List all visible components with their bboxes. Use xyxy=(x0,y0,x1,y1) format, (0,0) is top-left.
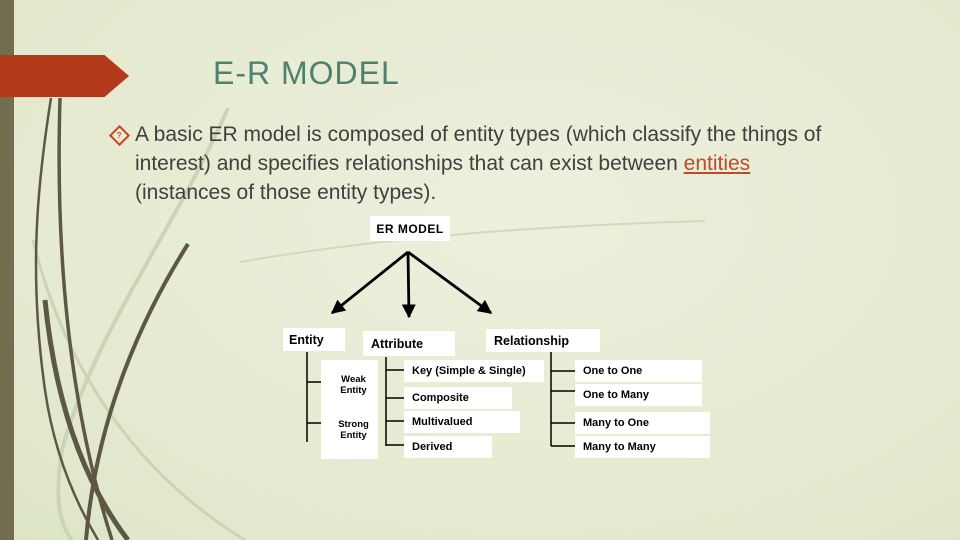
node-attribute: Attribute xyxy=(363,331,455,356)
entity-children-panel xyxy=(321,360,378,459)
red-arrow-banner xyxy=(0,55,129,97)
bullet-line-1: A basic ER model is composed of entity t… xyxy=(135,123,822,146)
node-entity: Entity xyxy=(283,328,345,351)
node-relationship: Relationship xyxy=(486,329,600,352)
node-composite-attribute: Composite xyxy=(404,387,512,409)
node-er-model-root: ER MODEL xyxy=(370,216,450,241)
bullet-line-2: interest) and specifies relationships th… xyxy=(135,152,751,175)
entity-subtree-lines xyxy=(306,352,321,442)
node-strong-entity: Strong Entity xyxy=(338,419,369,441)
node-key-attribute: Key (Simple & Single) xyxy=(404,360,544,382)
node-derived-attribute: Derived xyxy=(404,436,492,458)
node-many-to-many: Many to Many xyxy=(575,436,710,458)
node-weak-entity: Weak Entity xyxy=(340,374,367,396)
slide-title: E-R MODEL xyxy=(213,55,400,91)
node-many-to-one: Many to One xyxy=(575,412,710,434)
relationship-subtree-lines xyxy=(550,349,577,447)
bullet-text: A basic ER model is composed of entity t… xyxy=(135,120,945,207)
node-one-to-one: One to One xyxy=(575,360,702,382)
arrow-to-attribute xyxy=(401,251,416,319)
arrow-to-entity xyxy=(330,250,409,315)
entities-link[interactable]: entities xyxy=(683,152,751,175)
node-one-to-many: One to Many xyxy=(575,384,702,406)
node-multivalued-attribute: Multivalued xyxy=(404,411,520,433)
left-accent-bar xyxy=(0,0,14,540)
arrow-to-relationship xyxy=(407,250,493,315)
bullet-line-3: (instances of those entity types). xyxy=(135,181,437,204)
attribute-subtree-lines xyxy=(385,357,406,446)
